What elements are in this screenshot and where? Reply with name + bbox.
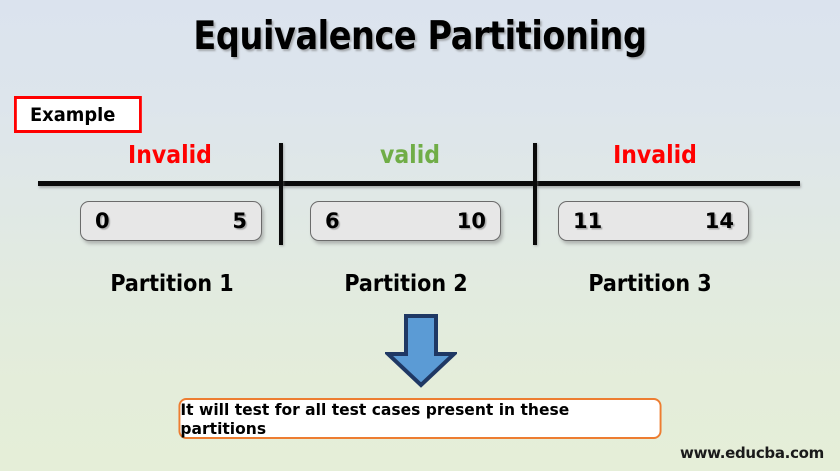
partition-caption-2: Partition 2 [344,271,468,297]
example-badge: Example [14,96,142,133]
watermark: www.educba.com [680,444,824,462]
conclusion-box: It will test for all test cases present … [178,398,662,439]
category-label-invalid-right: Invalid [613,140,697,169]
range-upper-bound: 5 [232,209,247,233]
conclusion-text: It will test for all test cases present … [180,399,570,438]
partition-divider-2 [533,143,537,245]
range-upper-bound: 14 [704,209,734,233]
example-badge-label: Example [29,103,116,126]
range-upper-bound: 10 [456,209,486,233]
range-box-partition-3: 11 14 [558,201,749,241]
range-lower-bound: 11 [573,209,603,233]
category-label-valid: valid [379,140,441,169]
category-label-invalid-left: Invalid [128,140,212,169]
down-arrow-icon [385,314,457,388]
page-title: Equivalence Partitioning [193,14,647,59]
partition-caption-3: Partition 3 [588,271,712,297]
partition-caption-1: Partition 1 [110,271,234,297]
range-box-partition-1: 0 5 [80,201,262,241]
partition-divider-1 [279,143,283,245]
range-lower-bound: 6 [325,209,340,233]
axis-line [38,181,800,186]
range-box-partition-2: 6 10 [310,201,501,241]
range-lower-bound: 0 [95,209,110,233]
